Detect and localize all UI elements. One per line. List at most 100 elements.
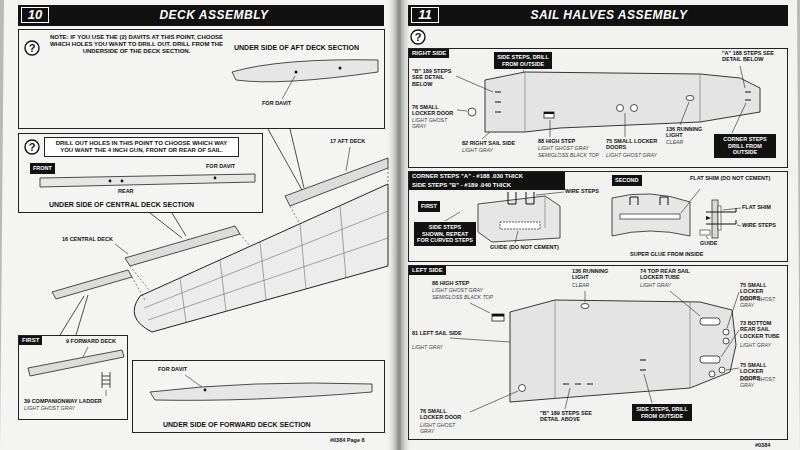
help-icon: ? [24,139,40,155]
leader-line [457,110,467,111]
panel-heading: UNDER SIDE OF AFT DECK SECTION [234,44,379,52]
locker-door-part [617,105,624,112]
detail-label: FLAT SHIM (DO NOT CEMENT) [690,175,772,181]
help-circle-outline [411,30,425,44]
part-callout: 88 HIGH STEP [432,280,494,286]
locker-tube-part [700,318,720,325]
left-page [0,0,397,450]
detail-panel: CORNER STEPS "A" - #188 .030 THICKSIDE S… [408,171,788,262]
paint-color: LIGHT GRAY [640,283,704,289]
sail-panel-line [525,72,700,132]
step-tag: SECOND [612,175,642,186]
locker-door-part [519,385,526,392]
underside-panel: UNDER SIDE OF CENTRAL DECK SECTION? DRILL… [18,133,263,213]
leader-line [456,76,493,92]
paint-color: SEMIGLOSS BLACK TOP [432,295,494,301]
callout-text: SIDE STEPS, DRILL FROM OUTSIDE [635,406,689,419]
forward-deck-underside [150,383,372,400]
detail-label: FLAT SHIM [742,204,782,210]
detail-label: WIRE STEPS [565,188,605,194]
leader-line [523,70,524,72]
paint-color: LIGHT GHOST GRAY [740,297,784,309]
instruction-box: DRILL OUT HOLES IN THIS POINT TO CHOOSE … [44,137,239,157]
paint-color: LIGHT GHOST GRAY [24,406,124,412]
leader-line [681,189,700,213]
callout-box: SIDE STEPS, DRILL FROM OUTSIDE [632,404,692,421]
curved-sail-detail [612,194,690,236]
callout-tail [60,295,88,335]
paint-color: LIGHT GHOST GRAY [606,153,662,159]
paint-color: LIGHT GHOST GRAY [420,423,470,435]
part-callout: FOR DAVIT [158,366,202,372]
callout-text: SIDE STEPS SHOWN, REPEAT FOR CURVED STEP… [417,224,473,244]
help-icon: ? [410,29,426,45]
step-holes [563,384,593,385]
part-callout: FOR DAVIT [206,163,250,169]
step-title: SAIL HALVES ASSEMBLY [444,8,774,22]
leader-line [282,76,295,99]
drill-hole [121,180,124,183]
drill-hole [295,71,298,74]
part-callout: REAR [118,188,148,194]
tag-text: FRONT [33,165,52,172]
part-callout: "B" 189 STEPS SEE DETAIL BELOW [412,68,456,87]
locker-door-part [631,105,638,112]
right-page [401,0,800,450]
guide-strip [700,230,710,235]
part-callout: 75 SMALL LOCKER DOORS [606,138,662,151]
step-holes [495,92,751,112]
callout-tail [150,213,186,238]
running-light-part [686,96,694,101]
high-step-top [492,314,504,317]
part-callout: 81 LEFT SAIL SIDE [412,330,462,336]
panel-heading: LEFT SIDE [409,266,446,275]
paint-color: LIGHT GRAY [740,343,784,349]
part-callout: 9 FORWARD DECK [66,338,124,344]
part-callout: 74 TOP REAR SAIL LOCKER TUBE [640,268,704,281]
page-number: #0384 Page 8 [330,437,390,443]
leader-line [536,192,564,195]
help-icon: ? [24,40,40,56]
leader-line [680,102,689,125]
wire-step [508,192,534,204]
part-callout: 39 COMPANIONWAY LADDER [24,398,124,404]
step-tag: FIRST [418,201,440,212]
right-sail-half [485,72,760,132]
part-callout: FOR DAVIT [262,100,306,106]
paint-color: CLEAR [572,283,616,289]
part-callout: 136 RUNNING LIGHT [572,268,616,281]
wire-step [706,208,736,224]
paint-color: LIGHT GHOST GRAY [740,377,784,389]
leader-line [450,338,510,342]
leader-line [726,368,739,370]
part-callout: 17 AFT DECK [330,138,384,144]
drill-hole [339,67,342,70]
leader-line [727,292,739,328]
leader-line [515,231,518,243]
part-callout: 73 BOTTOM REAR SAIL LOCKER TUBE [740,320,784,339]
paint-color: LIGHT GHOST GRAY [412,118,456,130]
leader-line [670,291,700,316]
locker-door-part [719,367,725,373]
left-sail-half [510,300,736,402]
part-callout: 16 CENTRAL DECK [62,236,124,242]
locker-door-part [709,371,715,377]
panel-heading: UNDER SIDE OF FORWARD DECK SECTION [163,421,373,429]
high-step-part [492,314,504,321]
step-number: 11 [411,7,439,23]
paint-color: LIGHT GHOST GRAY [432,288,494,294]
panel-heading: UNDER SIDE OF CENTRAL DECK SECTION [49,201,254,209]
panel-heading: SIDE STEPS "B" - #189 .040 THICK [409,181,565,190]
direction-tag: FRONT [30,163,55,174]
drill-hole [204,389,207,392]
hull-grid [180,206,346,322]
leader-line [445,212,460,221]
callout-box: CORNER STEPS DRILL FROM OUTSIDE [714,134,776,158]
drill-hole [214,177,217,180]
ladder-part [102,372,110,388]
tag-text: SECOND [615,177,639,184]
note-text: DRILL OUT HOLES IN THIS POINT TO CHOOSE … [49,140,234,154]
paint-color: SEMIGLOSS BLACK TOP [538,153,600,159]
